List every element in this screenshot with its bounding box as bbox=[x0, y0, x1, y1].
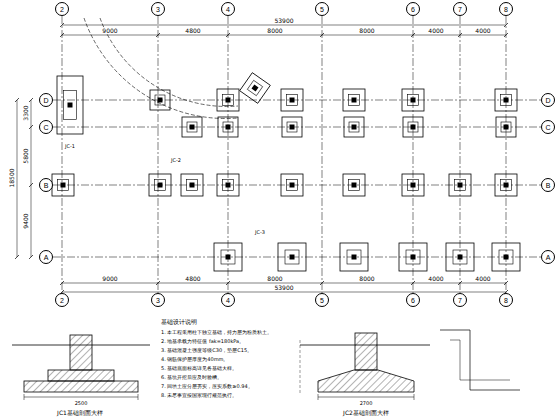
footing-step bbox=[48, 370, 114, 381]
dimension: 5800 bbox=[23, 147, 29, 164]
grid-number: 8 bbox=[504, 297, 508, 304]
dimension: 53900 bbox=[273, 18, 294, 24]
grid-bubble: B bbox=[39, 178, 53, 192]
footing-base bbox=[24, 381, 138, 392]
pedestal bbox=[70, 335, 92, 370]
grid-bubble: 6 bbox=[406, 2, 420, 16]
section-title: JC2基础剖面大样 bbox=[342, 410, 390, 416]
grid-number: B bbox=[546, 182, 551, 189]
grid-number: 5 bbox=[320, 6, 324, 13]
dimension: 53900 bbox=[273, 285, 294, 291]
note-line: 7. 回填土应分层夯实，压实系数≥0.94。 bbox=[160, 384, 254, 389]
grid-number: 7 bbox=[458, 297, 462, 304]
grid-number: C bbox=[545, 124, 550, 131]
grid-number: A bbox=[546, 254, 551, 261]
dimension: 18500 bbox=[9, 167, 15, 188]
dimension: 8000 bbox=[358, 28, 375, 34]
grid-number: D bbox=[545, 97, 550, 104]
dimension: 9400 bbox=[23, 212, 29, 229]
dimension: 8000 bbox=[266, 28, 283, 34]
dimension: 8000 bbox=[266, 276, 283, 282]
dimension: 4800 bbox=[184, 276, 201, 282]
grid-bubble: 5 bbox=[315, 293, 329, 307]
note-line: 5. 基础底面标高详见各基础大样。 bbox=[160, 366, 238, 371]
notes-title: 基础设计说明 bbox=[160, 319, 198, 325]
grid-bubble: C bbox=[39, 120, 53, 134]
note-line: 8. 未尽事宜按国家现行规范执行。 bbox=[160, 393, 238, 398]
grid-number: 2 bbox=[60, 6, 64, 13]
note-line: 4. 钢筋保护层厚度为40mm。 bbox=[160, 357, 229, 362]
grid-number: D bbox=[43, 97, 48, 104]
grid-number: B bbox=[44, 182, 49, 189]
footing-mark: JC-1 bbox=[64, 144, 76, 149]
note-line: 6. 基坑开挖后应及时验槽。 bbox=[160, 375, 223, 380]
grid-bubble: 3 bbox=[151, 2, 165, 16]
dimension: 4800 bbox=[184, 28, 201, 34]
grid-number: C bbox=[43, 124, 48, 131]
grid-bubble: 4 bbox=[221, 293, 235, 307]
grid-bubble: 8 bbox=[499, 293, 513, 307]
footing-mark: JC-2 bbox=[170, 158, 182, 163]
footings bbox=[52, 73, 520, 271]
note-line: 3. 基础混凝土强度等级C30，垫层C15。 bbox=[160, 348, 253, 353]
grid-bubble: 4 bbox=[221, 2, 235, 16]
grid-bubble: A bbox=[39, 250, 53, 264]
dimension-lines bbox=[15, 23, 508, 294]
grid-number: 4 bbox=[226, 6, 230, 13]
note-line: 2. 地基承载力特征值 fak=180kPa。 bbox=[160, 339, 245, 344]
dimension: 4000 bbox=[427, 28, 444, 34]
grid-bubble: 7 bbox=[453, 293, 467, 307]
dimension: 4000 bbox=[474, 276, 491, 282]
section-details bbox=[12, 330, 520, 400]
grid-bubble: 6 bbox=[406, 293, 420, 307]
dimension: 2500 bbox=[74, 401, 89, 406]
dimension-line bbox=[24, 397, 138, 398]
grid-bubble: B bbox=[541, 178, 555, 192]
grid-number: A bbox=[44, 254, 49, 261]
grid-number: 4 bbox=[226, 297, 230, 304]
grid-number: 8 bbox=[504, 6, 508, 13]
grid-number: 2 bbox=[60, 297, 64, 304]
dimension: 9000 bbox=[101, 28, 118, 34]
small-detail bbox=[440, 330, 520, 390]
grid-number: 3 bbox=[156, 297, 160, 304]
grid-number: 6 bbox=[411, 297, 415, 304]
grid-bubble: 8 bbox=[499, 2, 513, 16]
grid-bubble: 2 bbox=[55, 293, 69, 307]
dimension: 3300 bbox=[23, 104, 29, 121]
section-title: JC1基础剖面大样 bbox=[56, 410, 104, 416]
dimension: 2700 bbox=[359, 401, 374, 406]
grid-lines bbox=[53, 16, 541, 293]
grid-number: 6 bbox=[411, 6, 415, 13]
pedestal bbox=[355, 333, 377, 370]
grid-bubble: 2 bbox=[55, 2, 69, 16]
dimension: 8000 bbox=[358, 276, 375, 282]
dimension: 4000 bbox=[427, 276, 444, 282]
footing-mark: JC-3 bbox=[254, 230, 266, 235]
grid-bubble: 5 bbox=[315, 2, 329, 16]
grid-bubble: A bbox=[541, 250, 555, 264]
sloped-footing bbox=[318, 370, 414, 392]
grid-bubble: 7 bbox=[453, 2, 467, 16]
grid-bubble: 3 bbox=[151, 293, 165, 307]
grid-number: 7 bbox=[458, 6, 462, 13]
grid-number: 5 bbox=[320, 297, 324, 304]
grid-bubble: D bbox=[39, 93, 53, 107]
dimension: 9000 bbox=[101, 276, 118, 282]
grid-number: 3 bbox=[156, 6, 160, 13]
grid-bubble: D bbox=[541, 93, 555, 107]
dimension-line bbox=[318, 397, 414, 398]
grid-bubble: C bbox=[541, 120, 555, 134]
dimension: 4000 bbox=[474, 28, 491, 34]
note-line: 1. 本工程采用柱下独立基础，持力层为粉质粘土。 bbox=[160, 330, 273, 335]
